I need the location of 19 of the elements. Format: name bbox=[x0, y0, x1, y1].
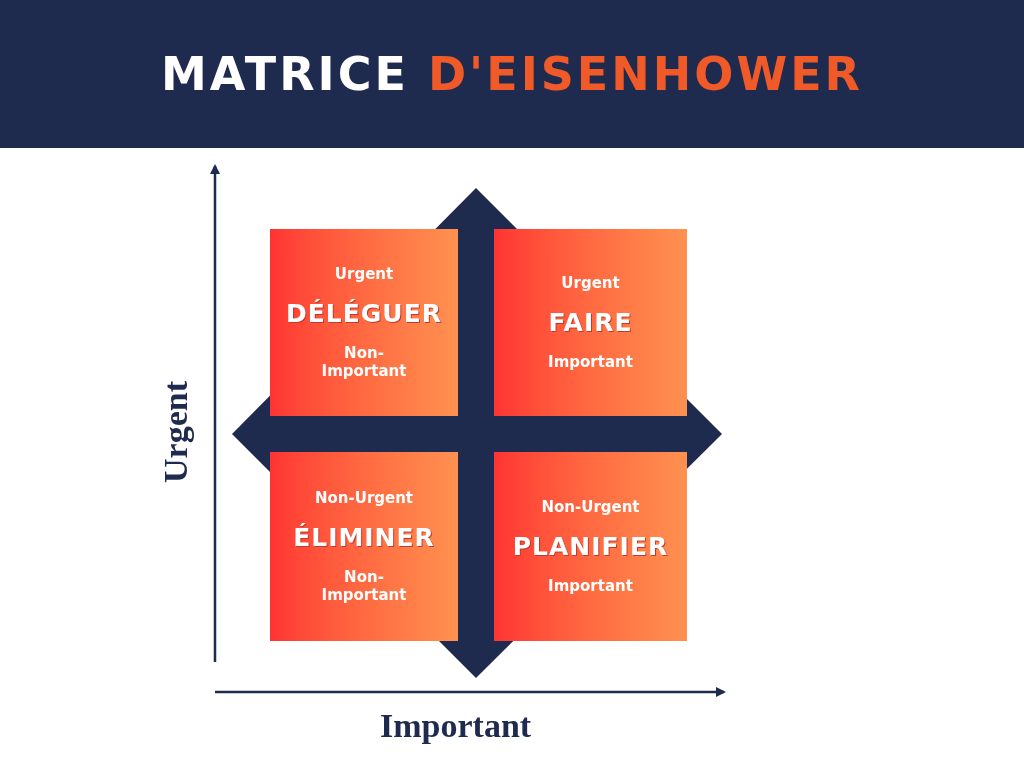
quadrant-action: DÉLÉGUER bbox=[286, 297, 442, 330]
quadrant-box bbox=[270, 229, 458, 416]
quadrant-action: ÉLIMINER bbox=[293, 521, 435, 554]
quadrant-label: Non-Urgent bbox=[541, 497, 640, 516]
quadrant-box bbox=[270, 452, 458, 641]
quadrant-box bbox=[494, 229, 687, 416]
quadrant-label: Urgent bbox=[561, 273, 620, 292]
quadrant-action: PLANIFIER bbox=[512, 530, 669, 563]
axis-label: Important bbox=[380, 706, 532, 746]
quadrant-label: Important bbox=[548, 353, 633, 372]
quadrant-label: Non-Important bbox=[320, 344, 408, 381]
quadrant-label: Urgent bbox=[334, 264, 394, 283]
axis-label: Urgent bbox=[155, 381, 195, 483]
quadrant-box bbox=[494, 452, 687, 641]
quadrant-label: Important bbox=[548, 577, 633, 596]
quadrant-label: Non-Urgent bbox=[314, 488, 414, 507]
quadrant-label: Non-Important bbox=[320, 568, 408, 605]
quadrant-action: FAIRE bbox=[548, 306, 633, 339]
title: MATRICE D'EISENHOWER bbox=[161, 45, 863, 103]
